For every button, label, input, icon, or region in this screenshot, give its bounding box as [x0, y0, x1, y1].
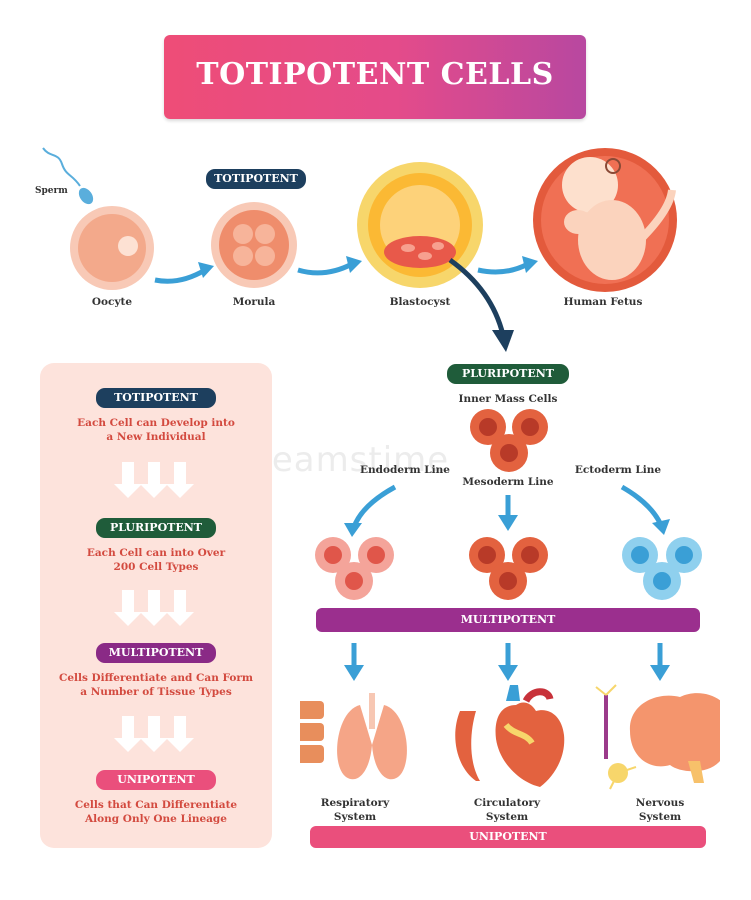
pluripotent-level-badge: PLURIPOTENT — [96, 518, 216, 538]
system-label-line: System — [638, 811, 682, 823]
multipotent-level-description: Cells Differentiate and Can Form a Numbe… — [40, 671, 272, 699]
differentiation-tree-illustration — [300, 409, 720, 790]
system-label-line: Circulatory — [473, 797, 541, 809]
pluripotent-level-description: Each Cell can into Over 200 Cell Types — [40, 546, 272, 574]
nervous-system-label: Nervous System — [620, 796, 700, 824]
desc-line: 200 Cell Types — [113, 561, 199, 573]
unipotent-level-badge: UNIPOTENT — [96, 770, 216, 790]
multipotent-level-badge: MULTIPOTENT — [96, 643, 216, 663]
page-title: TOTIPOTENT CELLS — [196, 57, 554, 92]
panel-arrows — [114, 462, 194, 752]
system-label-line: System — [485, 811, 529, 823]
inner-mass-cells-label: Inner Mass Cells — [458, 393, 558, 405]
oocyte-icon — [70, 206, 154, 290]
down-arrows-group-1 — [114, 462, 194, 498]
ectoderm-line-label: Ectoderm Line — [574, 464, 662, 476]
morula-icon — [211, 202, 297, 288]
down-arrows-group-2 — [114, 590, 194, 626]
desc-line: Each Cell can into Over — [86, 547, 226, 559]
blastocyst-label: Blastocyst — [389, 296, 451, 308]
desc-line: a Number of Tissue Types — [80, 686, 232, 698]
desc-line: Cells Differentiate and Can Form — [58, 672, 254, 684]
arrow-morula-to-blastocyst — [297, 261, 354, 276]
arrow-to-ectoderm — [620, 484, 663, 525]
blastocyst-icon — [357, 162, 483, 288]
arrow-oocyte-to-morula — [154, 267, 207, 284]
unipotent-bar: UNIPOTENT — [310, 826, 706, 848]
system-label-line: Nervous — [635, 797, 685, 809]
respiratory-system-label: Respiratory System — [315, 796, 395, 824]
arrow-blastocyst-to-pluripotent — [448, 257, 506, 336]
arrow-to-endoderm — [351, 484, 397, 528]
oocyte-label: Oocyte — [91, 296, 133, 308]
heart-icon — [455, 685, 565, 787]
desc-line: Each Cell can Develop into — [77, 417, 235, 429]
system-label-line: System — [333, 811, 377, 823]
morula-label: Morula — [232, 296, 276, 308]
desc-line: Along Only One Lineage — [85, 813, 227, 825]
pluripotent-badge: PLURIPOTENT — [447, 364, 569, 384]
circulatory-system-label: Circulatory System — [467, 796, 547, 824]
inner-mass-cells-icon — [470, 409, 548, 472]
top-row-illustration — [42, 147, 677, 352]
lungs-icon — [300, 693, 407, 780]
mesoderm-cells-icon — [469, 537, 548, 600]
neuron-icon — [595, 684, 637, 790]
desc-line: a New Individual — [106, 431, 206, 443]
sperm-label: Sperm — [35, 186, 68, 196]
totipotent-badge: TOTIPOTENT — [206, 169, 306, 189]
brain-icon — [629, 693, 720, 783]
totipotent-level-badge: TOTIPOTENT — [96, 388, 216, 408]
title-banner: TOTIPOTENT CELLS — [164, 35, 586, 119]
desc-line: Cells that Can Differentiate — [74, 799, 238, 811]
unipotent-level-description: Cells that Can Differentiate Along Only … — [40, 798, 272, 826]
endoderm-cells-icon — [315, 537, 394, 600]
down-arrows-group-3 — [114, 716, 194, 752]
human-fetus-label: Human Fetus — [563, 296, 643, 308]
mesoderm-line-label: Mesoderm Line — [462, 476, 554, 488]
endoderm-line-label: Endoderm Line — [360, 464, 450, 476]
arrow-blastocyst-to-fetus — [477, 261, 530, 275]
sperm-icon — [42, 147, 94, 205]
system-label-line: Respiratory — [320, 797, 390, 809]
human-fetus-icon — [533, 148, 677, 292]
multipotent-bar: MULTIPOTENT — [316, 608, 700, 632]
totipotent-level-description: Each Cell can Develop into a New Individ… — [40, 416, 272, 444]
ectoderm-cells-icon — [622, 537, 702, 600]
